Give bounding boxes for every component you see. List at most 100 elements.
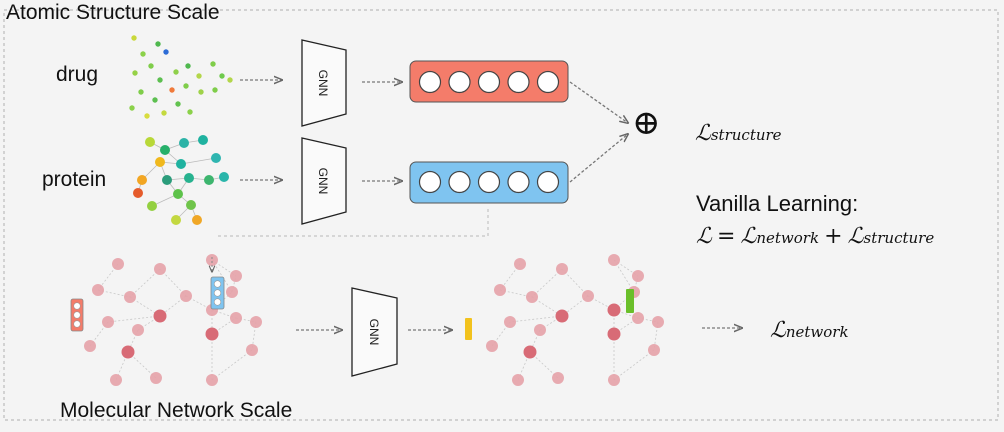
- protein-molecule-graph: [133, 135, 229, 225]
- network-node: [632, 312, 644, 324]
- network-node: [205, 327, 219, 341]
- network-node: [180, 290, 192, 302]
- network-node: [582, 290, 594, 302]
- drug-atom: [155, 41, 161, 47]
- network-node: [523, 345, 537, 359]
- structure-loss-subscript-eq: structure: [863, 229, 935, 247]
- network-node: [110, 374, 122, 386]
- network-node: [121, 345, 135, 359]
- network-node: [486, 340, 498, 352]
- drug-atom: [185, 63, 191, 69]
- vector-slot: [536, 70, 560, 94]
- protein-residue: [137, 175, 147, 185]
- protein-residue: [211, 153, 221, 163]
- network-loss-symbol-eq: ℒ: [740, 224, 757, 249]
- vector-slot: [448, 170, 471, 194]
- drug-atom: [138, 89, 144, 95]
- network-edge: [509, 315, 563, 323]
- network-node: [632, 270, 644, 282]
- gnn-label-network: GNN: [367, 319, 381, 346]
- vanilla-learning-heading: Vanilla Learning:: [696, 191, 859, 216]
- protein-residue: [133, 188, 143, 198]
- structure-loss-symbol: ℒ: [695, 121, 711, 146]
- drug-output-embedding: [465, 318, 472, 340]
- drug-atom: [131, 35, 137, 41]
- network-node: [230, 312, 242, 324]
- network-node: [526, 291, 538, 303]
- network-node: [556, 263, 568, 275]
- arrow-drug-vector-to-combine: [569, 81, 628, 123]
- network-node: [652, 316, 664, 328]
- network-node: [102, 316, 114, 328]
- network-edge: [531, 268, 563, 298]
- gnn-encoder-protein: GNN: [301, 137, 347, 225]
- network-node: [206, 374, 218, 386]
- molecular-network-output: [486, 254, 664, 386]
- protein-residue: [184, 173, 194, 183]
- protein-residue: [219, 172, 229, 182]
- drug-atom: [196, 73, 202, 79]
- atomic-structure-scale-title: Atomic Structure Scale: [6, 1, 220, 24]
- drug-molecule-graph: [129, 35, 233, 119]
- drug-label: drug: [56, 63, 99, 86]
- vector-slot: [448, 70, 471, 94]
- network-node: [534, 324, 546, 336]
- vector-slot: [418, 70, 442, 94]
- drug-atom: [183, 83, 189, 89]
- vanilla-loss-equation: ℒ = ℒnetwork + ℒstructure: [696, 224, 934, 249]
- protein-residue: [198, 135, 208, 145]
- vector-slot: [536, 170, 560, 194]
- protein-residue: [155, 157, 165, 167]
- drug-atom: [173, 69, 179, 75]
- protein-residue: [162, 175, 172, 185]
- protein-residue: [186, 200, 196, 210]
- network-node: [150, 372, 162, 384]
- network-node: [153, 309, 167, 323]
- network-node: [648, 344, 660, 356]
- scale-divider: [218, 208, 489, 237]
- network-node: [124, 291, 136, 303]
- structure-loss-symbol-eq: ℒ: [847, 224, 864, 249]
- drug-atom: [175, 101, 181, 107]
- network-node: [250, 316, 262, 328]
- network-node: [246, 344, 258, 356]
- protein-embedding-vector: [409, 161, 569, 204]
- drug-atom: [163, 49, 169, 55]
- protein-residue: [192, 215, 202, 225]
- molecular-network-input: [84, 254, 262, 386]
- drug-atom: [212, 87, 218, 93]
- drug-atom: [169, 87, 175, 93]
- protein-residue: [147, 201, 157, 211]
- network-node: [92, 284, 104, 296]
- protein-bond: [180, 157, 217, 165]
- network-edge: [129, 268, 161, 298]
- drug-atom: [227, 77, 233, 83]
- network-node: [608, 374, 620, 386]
- network-node: [608, 254, 620, 266]
- network-node: [514, 258, 526, 270]
- network-node: [555, 309, 569, 323]
- network-node: [84, 340, 96, 352]
- structure-loss: ℒstructure: [695, 121, 782, 146]
- drug-atom: [210, 61, 216, 67]
- protein-residue: [145, 137, 155, 147]
- drug-atom: [157, 77, 163, 83]
- concat-operator: ⊕: [632, 103, 661, 143]
- equals-sign: =: [716, 224, 736, 249]
- network-edge: [613, 349, 655, 381]
- protein-output-embedding: [626, 289, 634, 313]
- protein-label: protein: [42, 168, 107, 191]
- protein-residue: [179, 138, 189, 148]
- drug-atom: [140, 51, 146, 57]
- structure-loss-subscript: structure: [710, 126, 782, 144]
- gnn-encoder-drug: GNN: [301, 39, 347, 127]
- protein-residue: [173, 189, 183, 199]
- protein-feature-marker: [210, 276, 225, 310]
- network-node: [206, 254, 218, 266]
- network-node: [607, 303, 621, 317]
- vector-slot: [507, 170, 530, 194]
- arrow-protein-vector-to-combine: [569, 134, 628, 183]
- network-node: [132, 324, 144, 336]
- drug-atom: [219, 73, 225, 79]
